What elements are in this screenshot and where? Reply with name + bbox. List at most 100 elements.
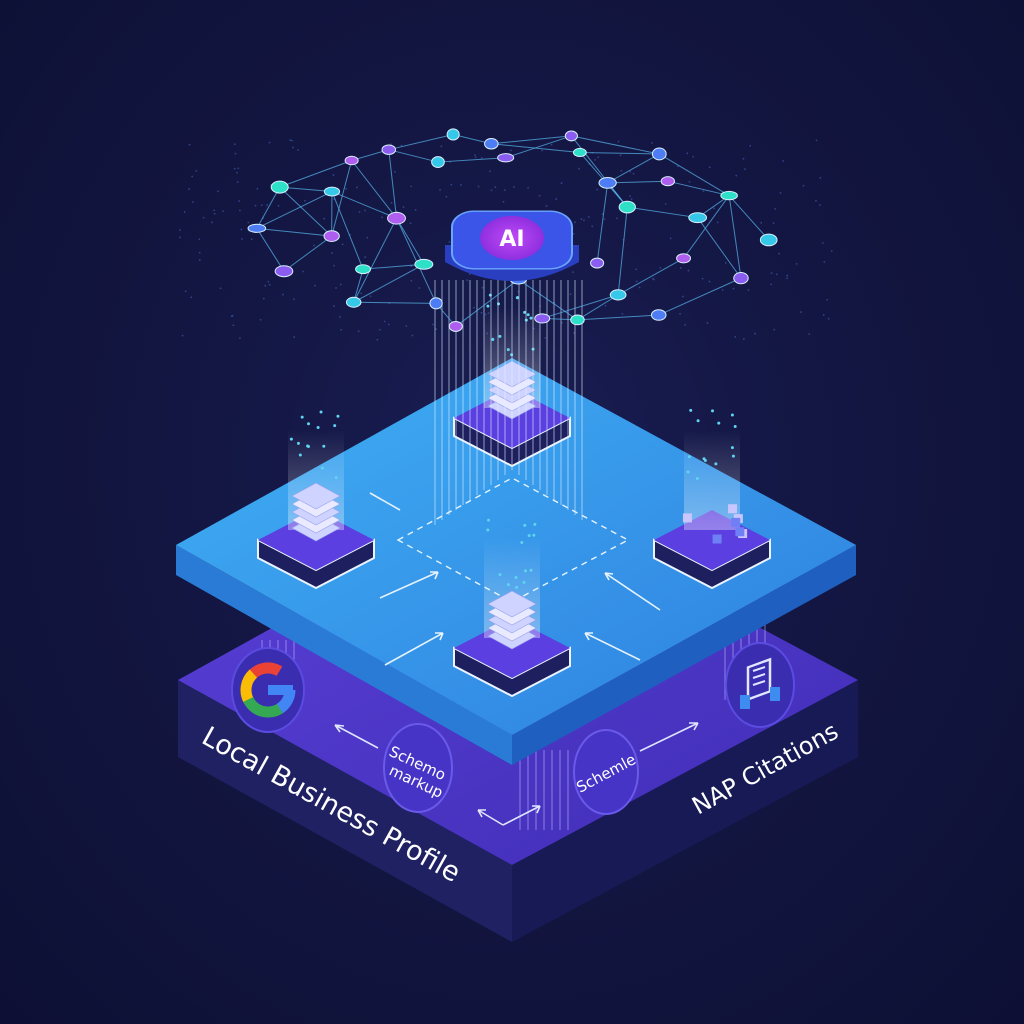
grid-dot <box>183 211 186 213</box>
network-node <box>598 177 617 189</box>
grid-dot <box>800 311 802 313</box>
grid-dot <box>652 277 654 280</box>
network-node <box>484 138 499 150</box>
grid-dot <box>480 311 483 314</box>
grid-dot <box>821 241 824 244</box>
grid-dot <box>651 142 653 144</box>
particle <box>696 419 700 423</box>
grid-dot <box>335 287 337 289</box>
grid-dot <box>379 328 382 331</box>
grid-dot <box>580 218 583 220</box>
particle <box>336 414 340 418</box>
grid-dot <box>338 315 341 318</box>
grid-dot <box>676 165 679 168</box>
grid-dot <box>735 174 738 177</box>
stacked-layers-icon <box>291 482 341 510</box>
particle <box>529 316 533 320</box>
grid-dot <box>236 181 239 184</box>
network-node <box>733 271 749 285</box>
network-node <box>345 296 362 308</box>
particle <box>298 453 302 457</box>
grid-dot <box>292 146 294 149</box>
particle <box>307 422 311 426</box>
network-link <box>491 143 580 153</box>
network-node <box>572 147 587 158</box>
grid-dot <box>191 175 194 178</box>
grid-dot <box>629 195 632 198</box>
grid-dot <box>303 199 306 202</box>
grid-dot <box>555 198 558 200</box>
grid-dot <box>405 325 408 327</box>
network-link <box>659 153 730 197</box>
grid-dot <box>211 221 213 224</box>
network-node <box>618 200 636 214</box>
grid-dot <box>293 336 296 339</box>
grid-dot <box>490 189 493 192</box>
grid-dot <box>749 144 752 147</box>
grid-dot <box>679 312 682 315</box>
network-node <box>534 313 551 324</box>
cube-cluster-icon <box>682 513 692 523</box>
grid-dot <box>578 167 580 170</box>
grid-dot <box>632 172 635 175</box>
particle <box>486 528 490 532</box>
network-link <box>617 257 684 296</box>
grid-dot <box>230 315 233 318</box>
upper-platform-right-face <box>512 545 856 765</box>
module-bottom <box>453 518 571 698</box>
grid-dot <box>659 266 662 269</box>
particle <box>695 477 699 481</box>
grid-dot <box>630 198 633 201</box>
network-link <box>396 218 437 304</box>
grid-dot <box>237 167 240 170</box>
grid-dot <box>747 289 750 292</box>
grid-dot <box>513 186 515 188</box>
network-link <box>331 191 364 270</box>
grid-dot <box>774 207 777 210</box>
grid-dot <box>708 280 711 283</box>
particle <box>523 310 527 314</box>
grid-dot <box>802 184 805 187</box>
grid-dot <box>742 157 745 160</box>
grid-dot <box>387 323 390 326</box>
flow-arrows-upper <box>369 492 661 666</box>
grid-dot <box>819 204 821 206</box>
grid-dot <box>601 213 604 216</box>
grid-dot <box>822 313 825 316</box>
neural-network <box>247 128 778 332</box>
network-link <box>353 269 364 303</box>
grid-dot <box>786 274 789 277</box>
particle <box>322 444 326 448</box>
grid-dot <box>706 322 709 324</box>
particle <box>533 522 537 526</box>
grid-dot <box>503 189 506 192</box>
particle <box>506 583 510 587</box>
network-link <box>353 218 397 303</box>
particle <box>733 424 737 428</box>
grid-dot <box>198 259 201 261</box>
grid-dot <box>617 140 620 143</box>
grid-dot <box>770 283 773 286</box>
grid-dot <box>240 228 243 231</box>
grid-dot <box>297 149 299 151</box>
grid-dot <box>341 243 344 246</box>
network-link <box>577 314 659 321</box>
grid-dot <box>190 296 193 299</box>
background-dot-grid <box>179 139 833 341</box>
grid-dot <box>238 200 241 202</box>
particle <box>515 296 519 300</box>
grid-dot <box>724 261 727 264</box>
grid-dot <box>669 237 672 240</box>
stacked-layers-icon <box>487 590 537 618</box>
grid-dot <box>550 143 553 146</box>
grid-dot <box>333 264 335 267</box>
particle <box>710 409 714 413</box>
grid-dot <box>827 317 830 320</box>
network-link <box>728 195 770 241</box>
grid-dot <box>782 160 785 162</box>
grid-dot <box>390 202 393 204</box>
grid-dot <box>410 185 413 188</box>
grid-dot <box>635 268 638 271</box>
network-node <box>650 309 667 321</box>
grid-dot <box>277 204 280 207</box>
